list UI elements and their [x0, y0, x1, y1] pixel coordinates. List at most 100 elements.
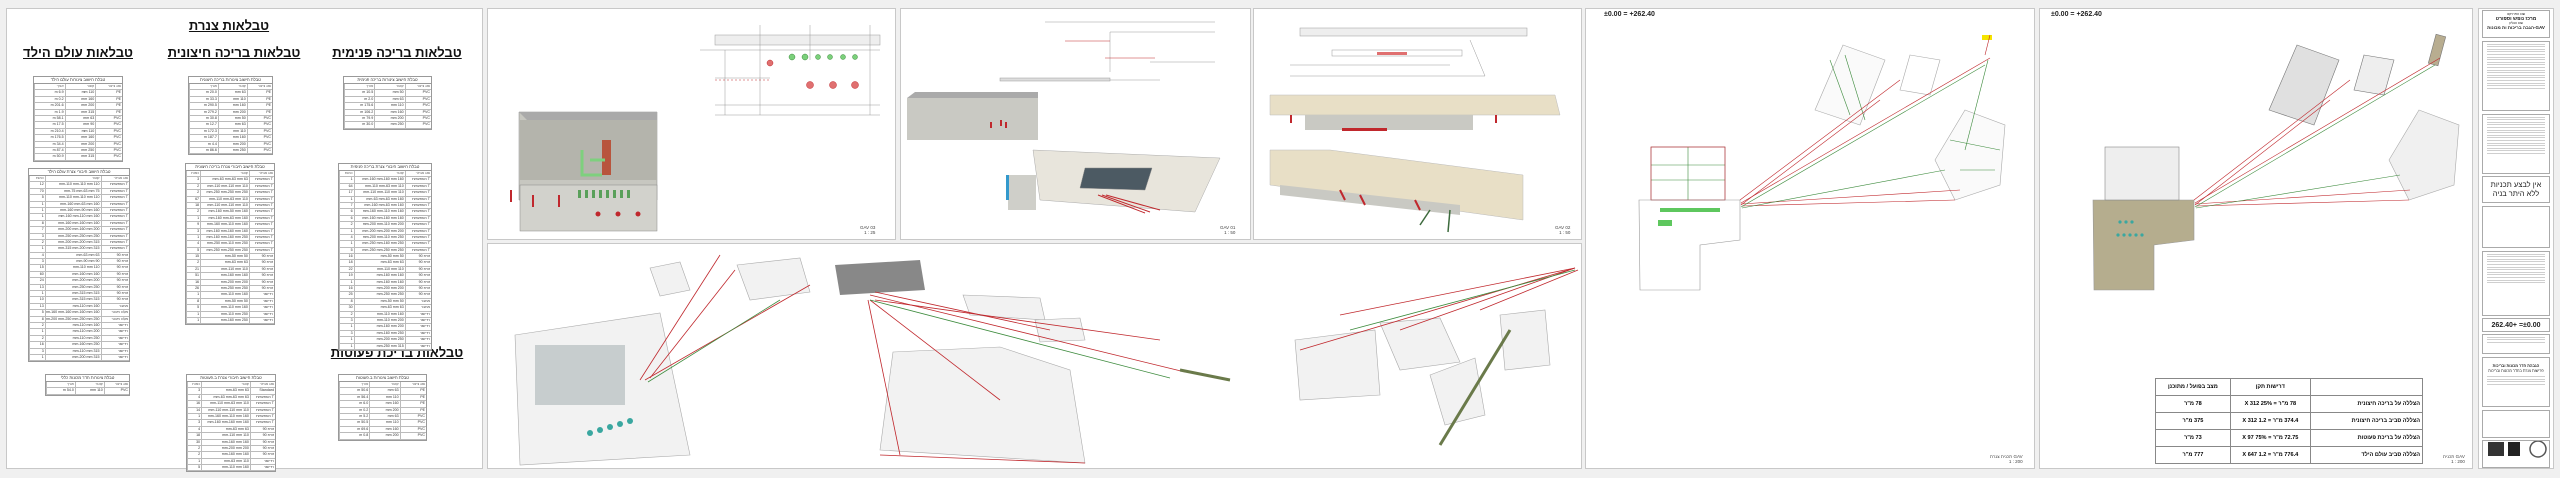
table-cell: רדיוסר: [100, 322, 129, 329]
table-cell: PVC: [246, 115, 272, 122]
table-cell: מלכו חיבור: [100, 310, 129, 316]
table-cell: 5: [187, 465, 201, 471]
table-cell: 110 mm-110 mm-63 mm: [201, 401, 250, 407]
table-cell: 0.8 m: [339, 433, 369, 439]
table-cell: 50.5 m: [339, 420, 369, 426]
table-cell: PE: [246, 96, 272, 103]
table-cell: רדיוסר: [404, 317, 431, 324]
table-cell: 1: [29, 207, 45, 214]
table-cell: 3: [187, 420, 201, 426]
table-cell: 4: [187, 394, 201, 401]
header-cell: אורך: [344, 84, 374, 90]
header-cell: קוטר: [200, 171, 249, 177]
table-cell: מחבר: [404, 305, 431, 311]
header-cell: כמות: [187, 382, 201, 388]
table-cell: 1: [186, 292, 200, 298]
table-cell: זווית 90: [404, 279, 431, 286]
title-block-project: שם הפרויקט מרכז נופש וספורט שם הגליון GA…: [2482, 10, 2550, 38]
table-cell: 250 mm-250 mm-160 mm: [353, 241, 405, 247]
table-cell: 160 mm-160 mm: [353, 279, 405, 286]
table-cell: 175.6 m: [344, 103, 374, 109]
viewport-name: GAV 01: [1220, 225, 1236, 230]
table-cell: 110 mm-110 mm-110 mm: [44, 195, 101, 201]
table-cell: 200 mm-160 mm: [353, 324, 405, 330]
table-cell: 50.9 m: [33, 154, 65, 160]
table-cell: 63 mm: [64, 115, 96, 122]
table-cell: 110 mm: [369, 420, 399, 426]
table-cell: 2.0 m: [344, 96, 374, 103]
table-header-row: דרישות תקן מצב בפועל / מתוכנן: [2155, 378, 2424, 396]
title-block-options: [2482, 334, 2550, 354]
no-construction-warning: אין לבצע תכניות ללא היתר בניה: [2482, 176, 2550, 203]
table-cell: PVC: [404, 96, 431, 103]
table-cell: 14: [187, 407, 201, 413]
table-cell: 110 mm-63 mm: [201, 458, 250, 465]
table-cell: 3: [29, 348, 45, 354]
table-cell: 4: [29, 252, 45, 259]
table-cell: 200 mm-200 mm: [201, 445, 250, 452]
table-cell: 3: [339, 317, 354, 324]
table-cell: 63 mm: [369, 388, 399, 394]
overview-3d-buildings: [535, 260, 925, 436]
table-cell: PVC: [246, 141, 272, 147]
table-cell: 250 mm-250 mm: [353, 292, 405, 298]
table-cell: 1: [339, 228, 354, 234]
table-cell: 160 mm-160 mm-50 mm: [200, 209, 249, 215]
table-cell: 16: [186, 279, 200, 286]
table-cell: 63 mm-63 mm: [201, 388, 250, 394]
table-cell: זווית 90: [249, 452, 275, 458]
table-cell: 2: [339, 222, 354, 228]
table-cell: 2: [29, 335, 45, 342]
table-cell: T הסתעפות: [248, 196, 274, 202]
table-cell: PVC: [399, 433, 426, 439]
table-cell: זווית 90: [248, 279, 274, 286]
elevation-label-plan2: ±0.00 = +262.40: [2051, 11, 2102, 18]
table-cell: 9: [186, 222, 200, 228]
table-cell: 160 mm-160 mm-110 mm: [200, 222, 249, 228]
table-cell: 1.9 m: [33, 109, 65, 115]
table-cell: 315 mm-315 mm: [44, 297, 101, 303]
table-cell: 250 mm-160 mm: [200, 317, 249, 324]
table-title: טבלת חישוב צינורות בריכה פנימית: [344, 77, 431, 84]
heading-outdoor-pool: טבלאות בריכה חיצונית: [167, 45, 301, 60]
table-cell: 64: [339, 183, 354, 190]
table-cell: 315 mm-200 mm-200 mm: [44, 239, 101, 246]
viewport-plan-piping[interactable]: [1585, 8, 2035, 469]
table-cell: 200 mm-200 mm-200 mm: [353, 228, 405, 234]
table-cell: 2: [187, 445, 201, 452]
table-cell: 200 mm: [374, 115, 404, 122]
table-cell: PE: [246, 109, 272, 115]
table-cell: 60: [29, 271, 45, 278]
header-cell: אורך: [33, 84, 65, 90]
table-cell: T הסתעפות: [404, 222, 431, 228]
table-cell: 67: [186, 196, 200, 202]
table-cell: 6.0 m: [339, 401, 369, 407]
table-cell: 250 mm-160 mm-160 mm: [200, 234, 249, 241]
viewport-scale: 1 : 50: [1224, 230, 1236, 235]
table-cell: 160 mm-160 mm-110 mm: [353, 209, 405, 215]
viewport-scale: 1 : 50: [1559, 230, 1571, 235]
table-cell: רדיוסר: [100, 329, 129, 335]
table-cell: 1: [187, 458, 201, 465]
